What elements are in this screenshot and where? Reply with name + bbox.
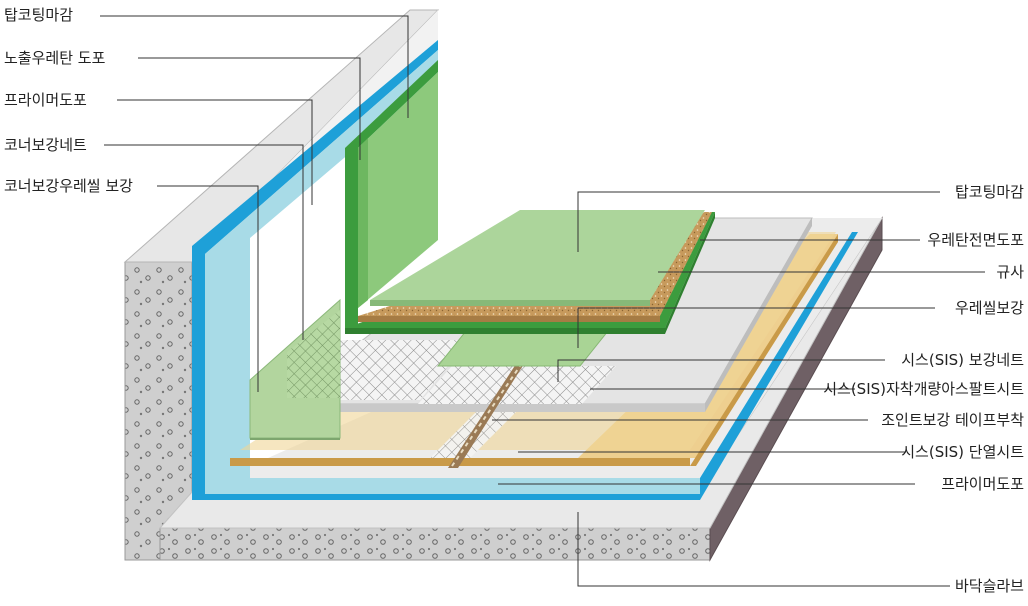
joint-tape-strip bbox=[448, 364, 524, 468]
label-sis-insulation: 시스(SIS) 단열시트 bbox=[901, 443, 1024, 461]
label-corner-seal: 코너보강우레씰 보강 bbox=[4, 177, 133, 195]
leader-top-coat-wall bbox=[100, 15, 409, 118]
leader-primer-wall bbox=[117, 99, 313, 205]
leader-corner-seal bbox=[157, 185, 259, 392]
label-urethane-seal: 우레씰보강 bbox=[955, 299, 1024, 317]
corner-seal bbox=[249, 298, 341, 440]
urethane-wall bbox=[345, 60, 438, 328]
leader-corner-net bbox=[104, 144, 304, 340]
leader-top-coat-floor bbox=[577, 191, 940, 252]
leader-urethane-seal bbox=[577, 307, 935, 348]
floor-coating-stack bbox=[345, 210, 715, 334]
leader-sis-net bbox=[557, 359, 885, 382]
label-urethane-full: 우레탄전면도포 bbox=[927, 231, 1024, 249]
leader-exposed-urethane bbox=[138, 57, 361, 160]
label-corner-net: 코너보강네트 bbox=[4, 136, 87, 154]
leader-floor-slab bbox=[577, 512, 950, 587]
label-top-coat-wall: 탑코팅마감 bbox=[4, 6, 73, 24]
label-joint-tape: 조인트보강 테이프부착 bbox=[881, 411, 1024, 429]
label-sis-asphalt: 시스(SIS)자착개량아스팔트시트 bbox=[823, 380, 1024, 398]
label-exposed-urethane: 노출우레탄 도포 bbox=[4, 49, 106, 67]
label-silica: 규사 bbox=[996, 263, 1024, 281]
label-primer-floor: 프라이머도포 bbox=[941, 475, 1024, 493]
left-label-group: 탑코팅마감 노출우레탄 도포 프라이머도포 코너보강네트 코너보강우레씰 보강 bbox=[4, 6, 133, 195]
label-top-coat-floor: 탑코팅마감 bbox=[955, 183, 1024, 201]
label-sis-net: 시스(SIS) 보강네트 bbox=[901, 351, 1024, 369]
label-floor-slab: 바닥슬라브 bbox=[955, 577, 1024, 595]
leader-lines bbox=[100, 15, 985, 587]
label-primer-wall: 프라이머도포 bbox=[4, 91, 87, 109]
right-label-group: 탑코팅마감 우레탄전면도포 규사 우레씰보강 시스(SIS) 보강네트 시스(S… bbox=[823, 183, 1024, 595]
